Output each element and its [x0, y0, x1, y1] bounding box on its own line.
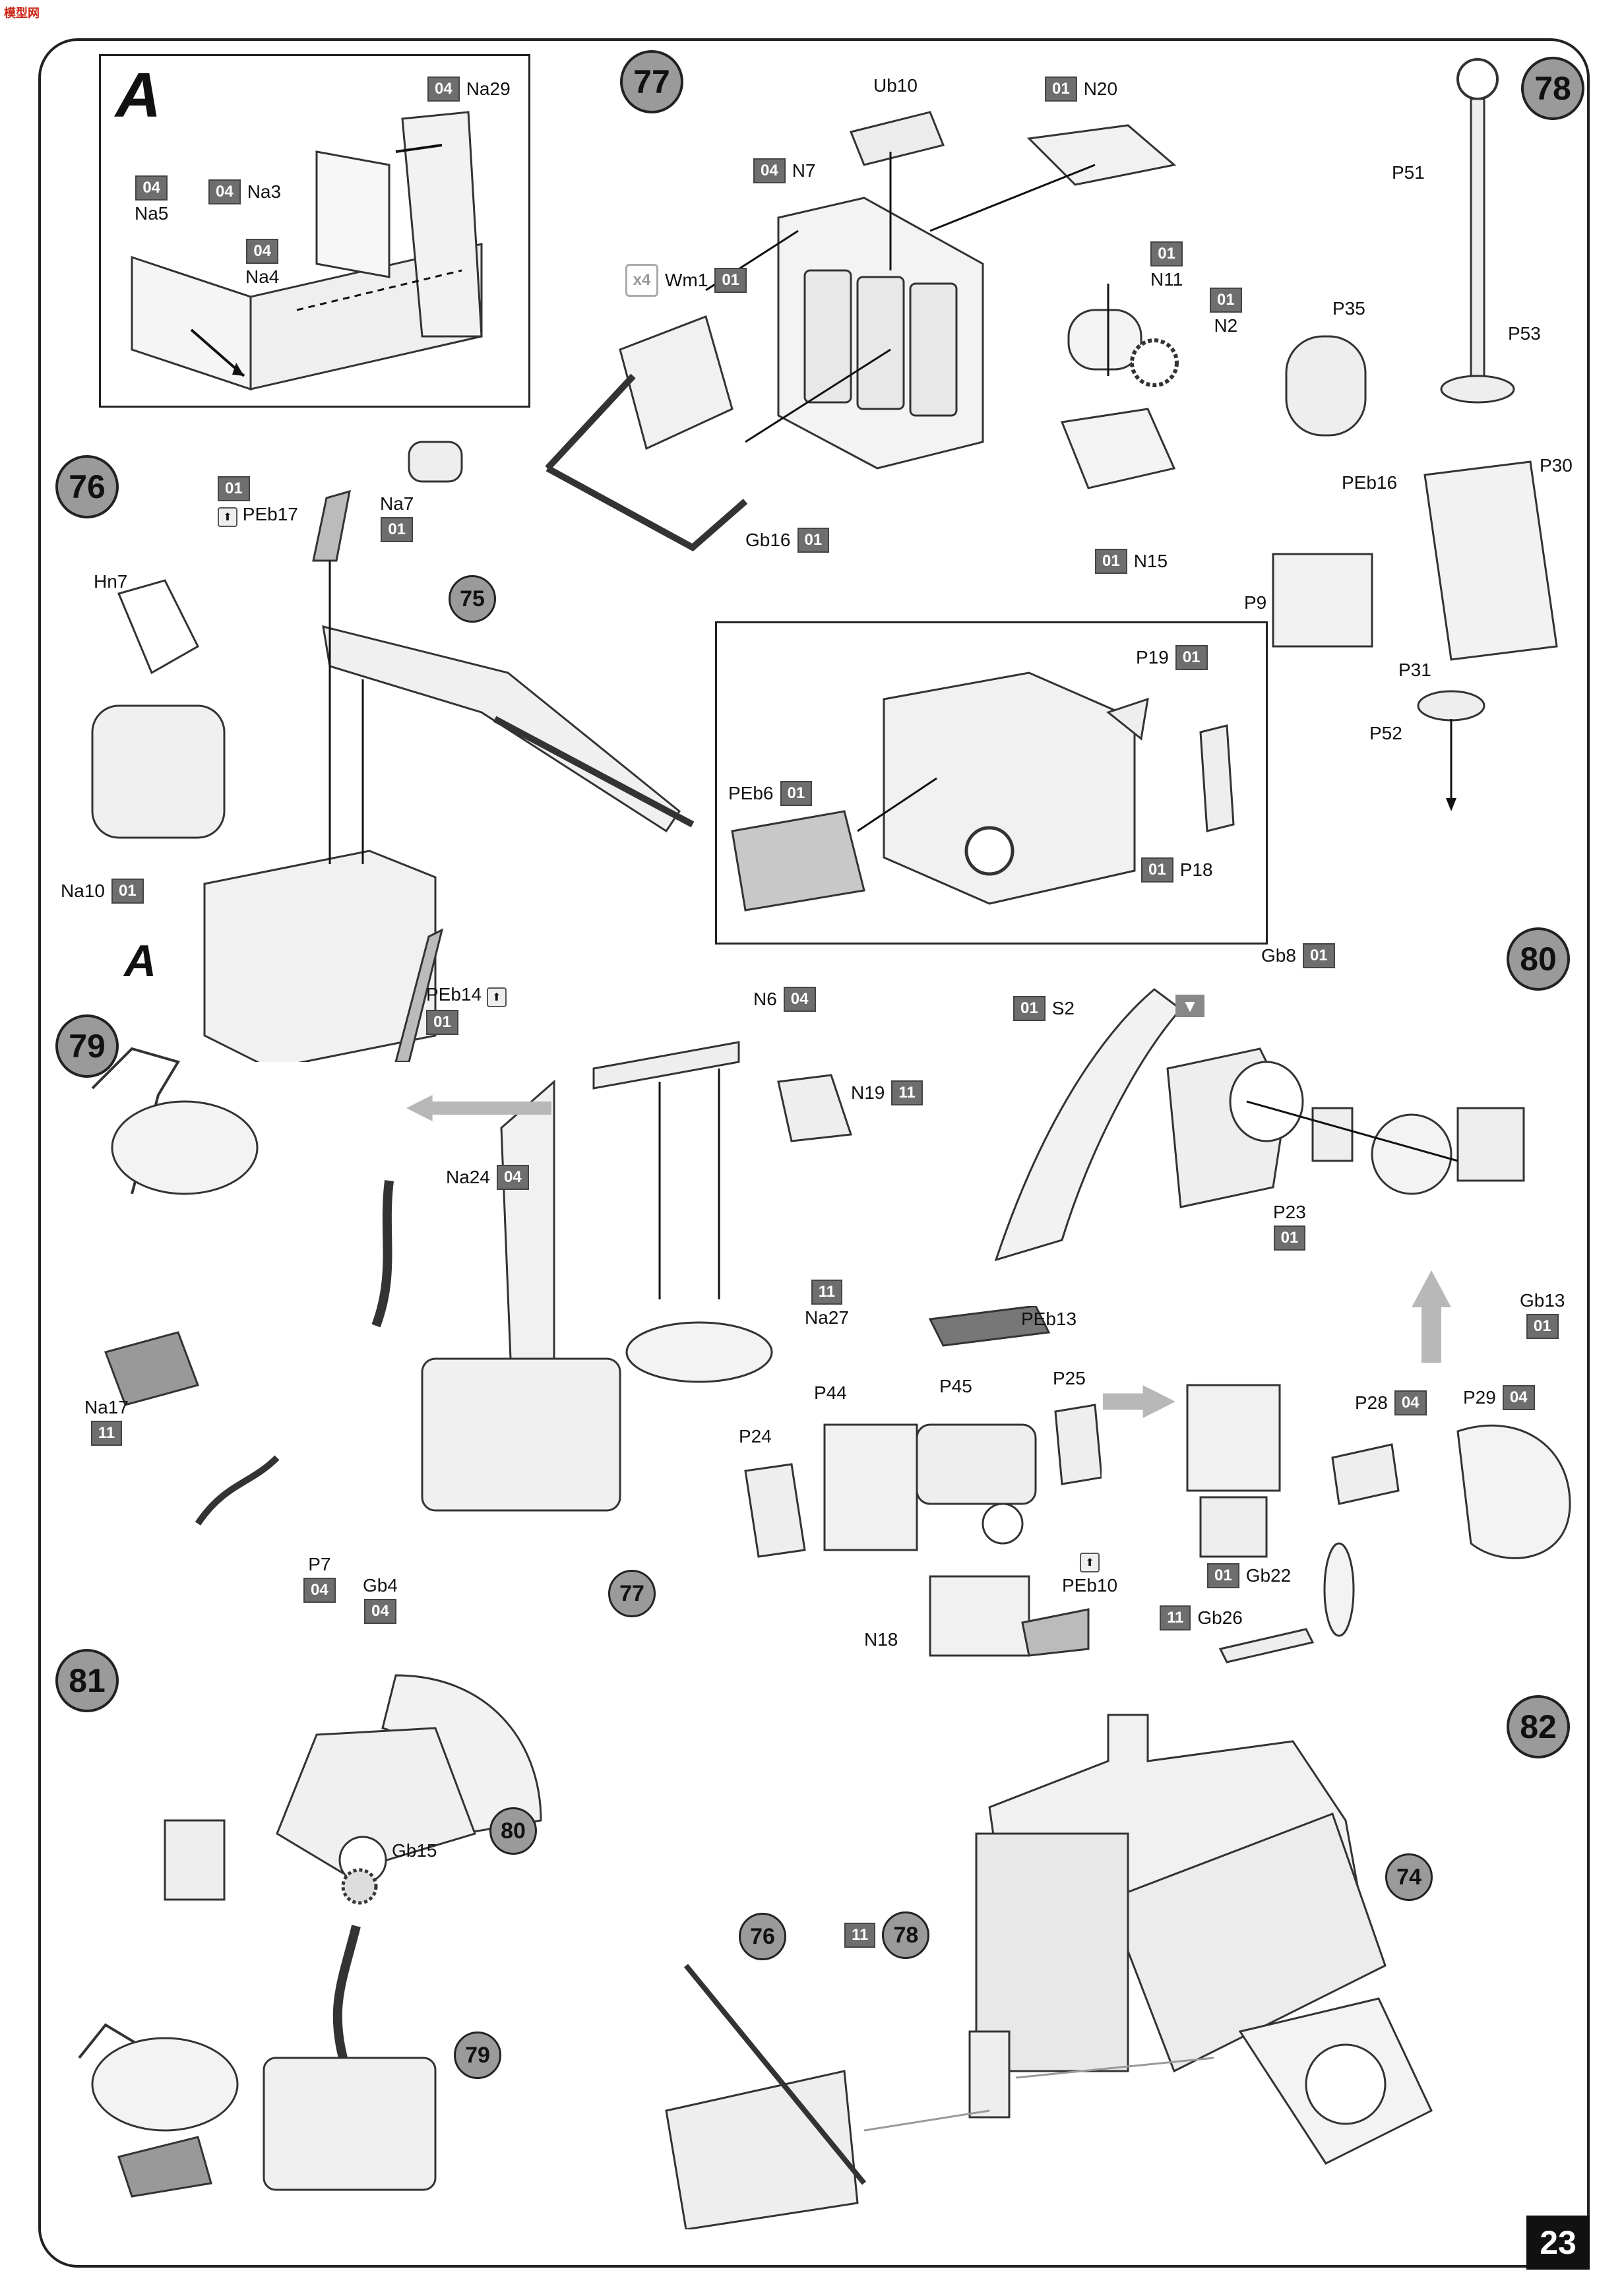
- part-peb16: PEb16: [1342, 472, 1398, 493]
- down-arrow-icon: ▼: [1175, 995, 1204, 1017]
- part-p24: P24: [739, 1426, 772, 1446]
- part-p9: P9: [1244, 592, 1267, 613]
- part-p25: P25: [1053, 1368, 1086, 1388]
- step-77: 77: [620, 50, 683, 113]
- step-78-illustration: [1272, 58, 1558, 811]
- part-p35: P35: [1332, 298, 1365, 319]
- detail-a-callout: A: [124, 936, 157, 986]
- part-p44: P44: [814, 1382, 847, 1403]
- gunner-sight-illustration: [744, 1306, 1102, 1657]
- part-peb14: PEb14 ⬆01: [426, 984, 507, 1035]
- ref-80: 80: [489, 1807, 537, 1855]
- step-80: 80: [1507, 927, 1570, 991]
- periscope-assembly-illustration: [1186, 1384, 1571, 1663]
- ref-74: 74: [1385, 1853, 1433, 1901]
- part-p31: P31: [1398, 660, 1431, 680]
- photo-etch-icon: ⬆: [218, 507, 237, 527]
- part-p51: P51: [1392, 162, 1425, 183]
- part-hn7: Hn7: [94, 571, 128, 592]
- part-p53: P53: [1508, 323, 1541, 344]
- ref-76: 76: [739, 1913, 786, 1960]
- part-p30: P30: [1540, 455, 1573, 476]
- photo-etch-icon: ⬆: [486, 987, 507, 1007]
- detail-a-box: [99, 54, 530, 408]
- step-81: 81: [55, 1649, 119, 1712]
- part-gb15: Gb15: [392, 1840, 437, 1861]
- detail-a-letter: A: [115, 60, 162, 131]
- part-peb10: ⬆PEb10: [1062, 1553, 1117, 1596]
- step-76-illustration: [91, 441, 695, 1062]
- detail-a-illustration: [131, 111, 483, 391]
- step-79-illustration: [91, 1041, 853, 1526]
- photo-etch-icon: ⬆: [1080, 1553, 1100, 1572]
- part-ub10: Ub10: [873, 75, 918, 96]
- part-peb13: PEb13: [1021, 1309, 1077, 1329]
- page-number: 23: [1526, 2216, 1590, 2270]
- step-82: 82: [1507, 1695, 1570, 1758]
- step-77-inset-box: [715, 621, 1268, 945]
- ref-77: 77: [608, 1570, 656, 1617]
- step-79: 79: [55, 1014, 119, 1078]
- part-p45: P45: [939, 1376, 972, 1396]
- part-peb17: 01⬆ PEb17: [218, 476, 298, 527]
- page-frame: [38, 38, 1590, 2268]
- part-n18: N18: [864, 1629, 898, 1650]
- step-77-illustration: [545, 111, 1179, 552]
- step-81-illustration: [78, 1674, 542, 2198]
- step-82-illustration: [665, 1714, 1433, 2229]
- ref-78: 78: [882, 1911, 930, 1959]
- ref-79: 79: [454, 2032, 501, 2079]
- step-76: 76: [55, 455, 119, 518]
- quantity-x4-icon: x4: [625, 264, 658, 297]
- step-80-illustration: [994, 988, 1525, 1262]
- ref-75: 75: [449, 575, 496, 623]
- watermark-logo: 模型网: [4, 7, 40, 20]
- step-78: 78: [1521, 57, 1584, 120]
- step-77-inset-illustration: [731, 671, 1235, 912]
- part-p52: P52: [1369, 723, 1402, 743]
